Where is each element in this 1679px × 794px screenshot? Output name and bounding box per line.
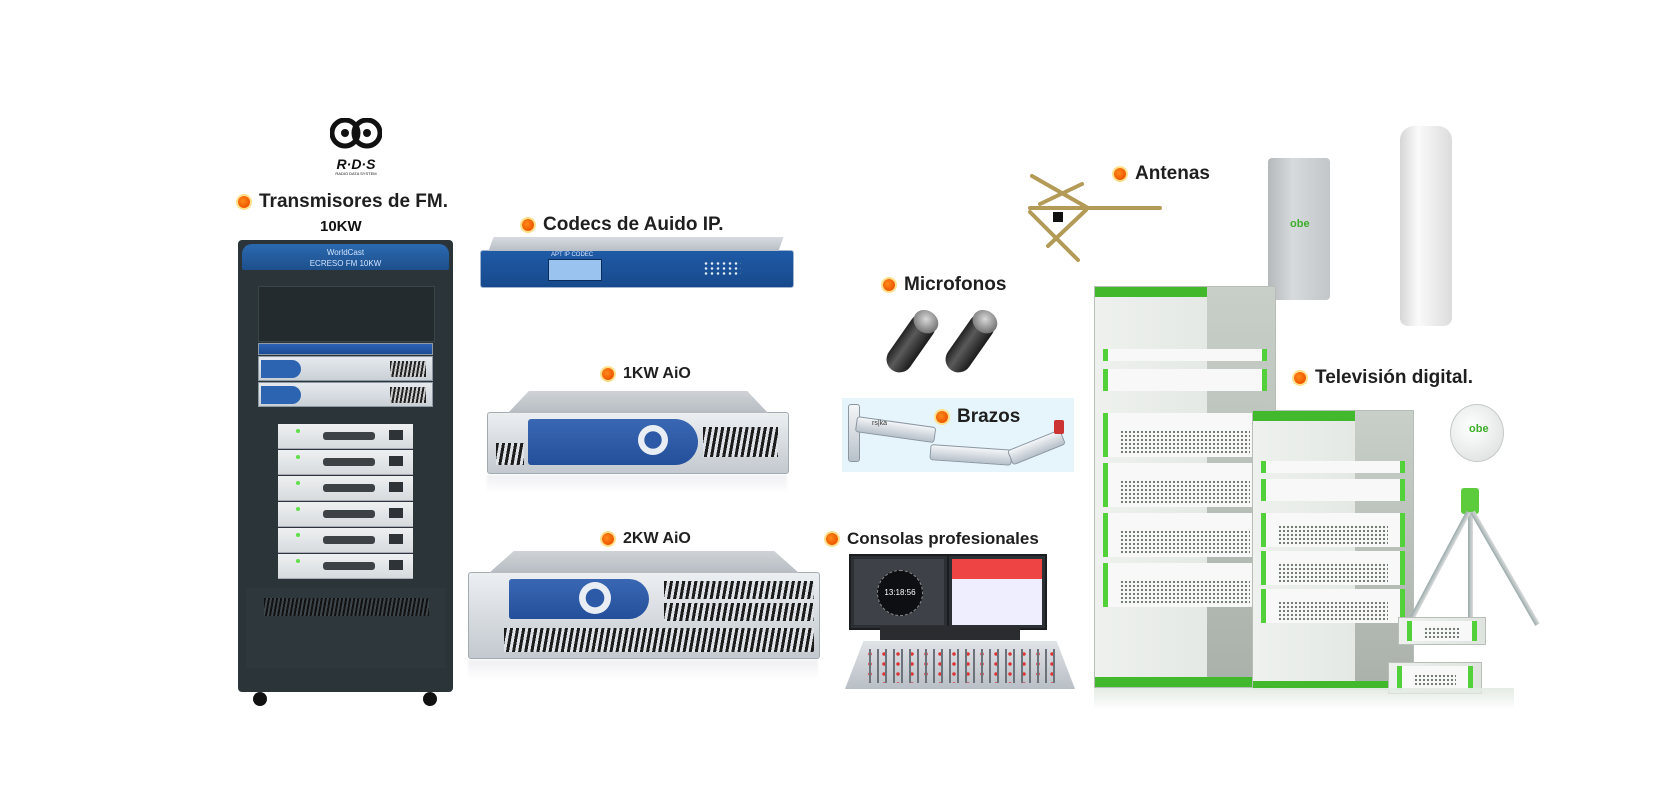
rack-wheel: [253, 692, 267, 706]
dipole-antenna-image: [1028, 174, 1162, 262]
codec-leds: [703, 261, 741, 277]
tripod-head: [1461, 488, 1479, 514]
bullet-icon: [883, 279, 895, 291]
label-text: Consolas profesionales: [847, 529, 1039, 548]
label-microphones: Microfonos: [883, 274, 1006, 296]
codec-display: [548, 259, 602, 281]
arm-brand: rs|ka: [872, 420, 888, 427]
rack-drawer: [278, 424, 413, 449]
aio-1kw-reflection: [487, 475, 787, 493]
tripod-leg: [1409, 510, 1471, 620]
rds-infinity-icon: [329, 117, 383, 149]
tv-transmitter-rack-small: [1252, 410, 1414, 690]
rack-model: ECRESO FM 10KW: [309, 259, 382, 268]
label-2kw-aio: 2KW AiO: [602, 530, 691, 548]
microphone-image: [940, 308, 1000, 378]
omni-antenna-image: [1400, 126, 1452, 326]
satellite-dish-image: obe: [1450, 404, 1504, 462]
microphone-image: [881, 308, 941, 378]
rack-blank-panel: [258, 286, 435, 342]
tripod-leg: [1468, 512, 1473, 632]
bullet-icon: [1114, 168, 1126, 180]
clock-time: 13:18:56: [884, 588, 916, 597]
portable-tv-unit: [1398, 617, 1486, 645]
console-clock: 13:18:56: [877, 570, 923, 616]
panel-antenna-image: obe: [1268, 158, 1330, 300]
ip-codec-image: APT IP CODEC: [480, 237, 794, 288]
rack-amp-unit: [258, 382, 433, 407]
label-fm-transmitters: Transmisores de FM.: [238, 191, 448, 213]
aio-1kw-image: [487, 391, 789, 474]
bullet-icon: [1294, 372, 1306, 384]
label-10kw: 10KW: [320, 218, 362, 235]
label-text: 2KW AiO: [623, 530, 691, 547]
rack-drawer: [278, 502, 413, 527]
label-text: Codecs de Auido IP.: [543, 214, 724, 235]
bullet-icon: [936, 411, 948, 423]
mic-arm-image: rs|ka: [842, 398, 1074, 472]
console-keyboard: [880, 626, 1020, 640]
obe-logo: obe: [1290, 218, 1310, 230]
label-text: Televisión digital.: [1315, 367, 1474, 388]
portable-tv-unit: [1388, 662, 1482, 694]
bullet-icon: [826, 533, 838, 545]
label-text: 1KW AiO: [623, 365, 691, 382]
mixing-console-image: [845, 641, 1075, 689]
rack-brand: WorldCast: [326, 248, 365, 257]
console-monitor-left: 13:18:56: [849, 554, 949, 630]
label-consoles: Consolas profesionales: [826, 529, 1039, 549]
rack-amp-unit: [258, 356, 433, 381]
tripod-leg: [1470, 510, 1540, 626]
rack-exciter-unit: [258, 343, 433, 355]
rack-drawer: [278, 528, 413, 553]
label-arms: Brazos: [936, 406, 1020, 428]
label-text: Antenas: [1135, 163, 1210, 184]
label-text: Brazos: [957, 406, 1021, 427]
bullet-icon: [238, 196, 250, 208]
rds-logo: R·D·S RADIO DATA SYSTEM: [329, 117, 383, 176]
tv-transmitter-rack-large: [1094, 286, 1276, 688]
label-digital-tv: Televisión digital.: [1294, 367, 1473, 389]
aio-2kw-reflection: [468, 660, 818, 680]
label-text: Microfonos: [904, 274, 1007, 295]
bullet-icon: [602, 368, 614, 380]
rack-drawer: [278, 450, 413, 475]
dish-obe-logo: obe: [1469, 423, 1489, 435]
label-antennas: Antenas: [1114, 163, 1210, 185]
rds-subtext: RADIO DATA SYSTEM: [335, 171, 377, 176]
codec-title: APT IP CODEC: [551, 252, 594, 258]
rds-text: R·D·S: [336, 156, 376, 172]
console-monitor-right: [947, 554, 1047, 630]
rack-drawer: [278, 476, 413, 501]
rack-wheel: [423, 692, 437, 706]
rack-header: WorldCast ECRESO FM 10KW: [242, 244, 449, 270]
label-1kw-aio: 1KW AiO: [602, 365, 691, 383]
bullet-icon: [602, 533, 614, 545]
floor-reflection: [1094, 688, 1514, 710]
rack-base: [246, 588, 445, 668]
rack-drawer: [278, 554, 413, 579]
bullet-icon: [522, 219, 534, 231]
aio-2kw-image: [468, 551, 820, 659]
label-text: Transmisores de FM.: [259, 191, 449, 212]
fm-transmitter-rack-image: WorldCast ECRESO FM 10KW: [238, 240, 453, 706]
label-ip-codecs: Codecs de Auido IP.: [522, 214, 724, 236]
